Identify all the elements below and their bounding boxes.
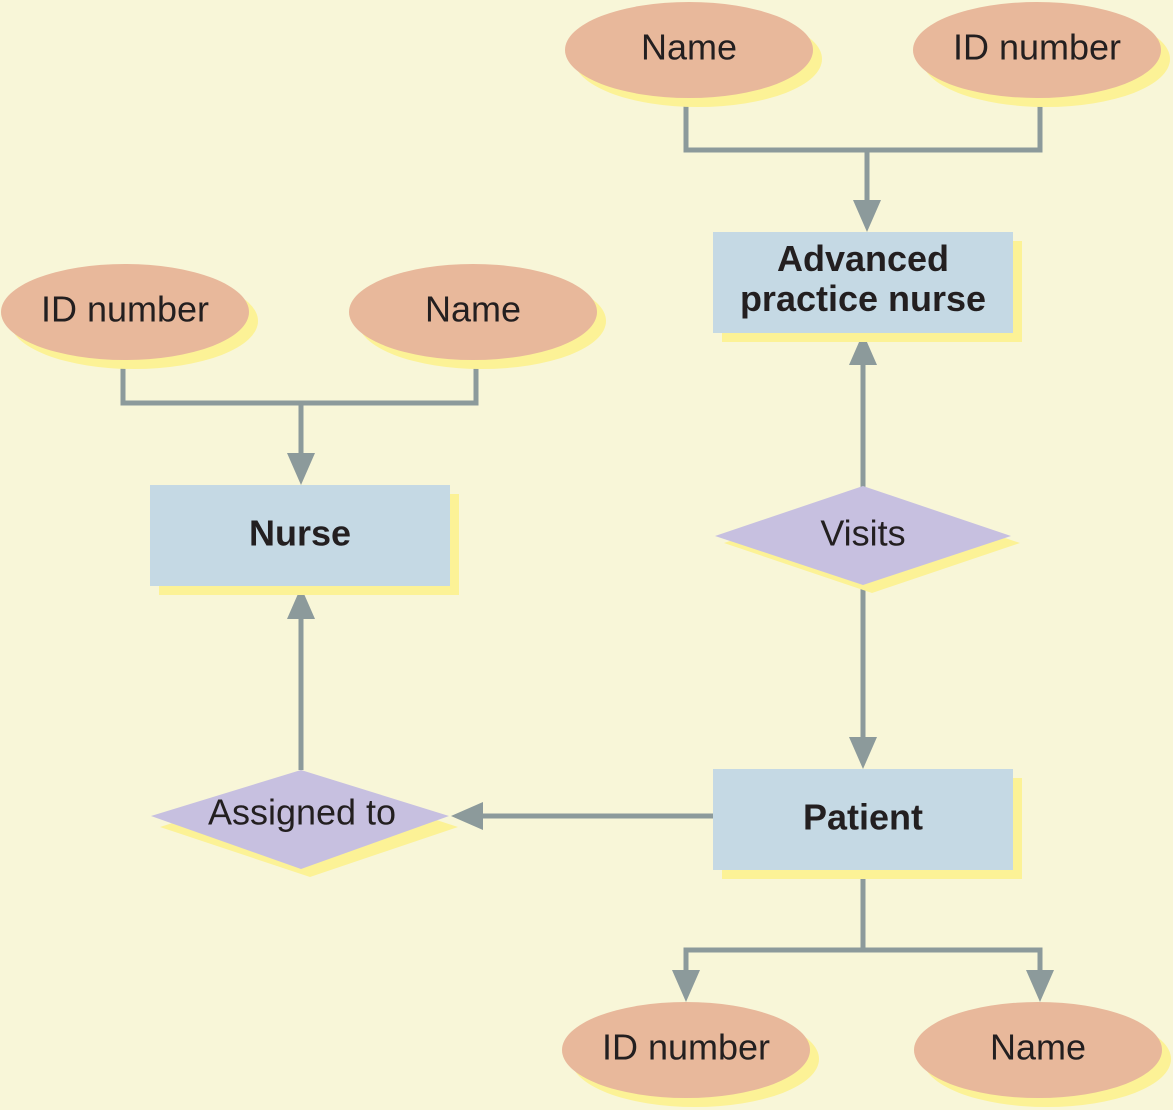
visits-diamond <box>715 486 1011 585</box>
apn-name-oval <box>565 2 813 98</box>
entity-patient: Patient <box>713 769 1022 879</box>
patient-id-label: ID number <box>602 1027 770 1068</box>
arrowhead-to-apn-top <box>853 200 881 232</box>
connector-apn-attributes <box>683 98 1043 153</box>
attribute-apn-id-number: ID number <box>913 2 1170 107</box>
connector-nurse-attributes <box>120 360 479 406</box>
patient-box <box>713 769 1013 870</box>
connector-patient-attributes <box>683 869 1043 975</box>
nurse-box <box>150 485 450 586</box>
patient-name-oval <box>914 1002 1162 1098</box>
entity-advanced-practice-nurse: Advanced practice nurse <box>713 232 1022 342</box>
attribute-nurse-id-number: ID number <box>1 264 258 369</box>
apn-id-label: ID number <box>953 27 1121 68</box>
visits-label: Visits <box>820 513 905 554</box>
assigned-label: Assigned to <box>208 792 396 833</box>
patient-id-oval <box>562 1002 810 1098</box>
attribute-patient-id-number: ID number <box>562 1002 819 1107</box>
relationship-assigned-to: Assigned to <box>151 770 458 877</box>
arrowhead-to-patient-id <box>672 970 700 1002</box>
apn-box <box>713 232 1013 333</box>
arrowhead-to-nurse-top <box>287 453 315 485</box>
apn-label-line2: practice nurse <box>740 278 986 319</box>
attribute-nurse-name: Name <box>349 264 606 369</box>
arrowhead-to-nurse-bottom <box>287 587 315 619</box>
arrowhead-to-apn-bottom <box>849 333 877 365</box>
apn-id-oval <box>913 2 1161 98</box>
arrowhead-to-assigned <box>451 802 483 830</box>
connectors <box>120 98 1054 1002</box>
nurse-id-label: ID number <box>41 289 209 330</box>
patient-label: Patient <box>803 797 923 838</box>
assigned-diamond <box>151 770 449 869</box>
nurse-name-oval <box>349 264 597 360</box>
entity-nurse: Nurse <box>150 485 459 595</box>
nurse-id-oval <box>1 264 249 360</box>
nurse-label: Nurse <box>249 513 351 554</box>
arrowhead-to-patient-top <box>849 737 877 769</box>
attribute-patient-name: Name <box>914 1002 1171 1107</box>
relationship-visits: Visits <box>715 486 1020 593</box>
apn-name-label: Name <box>641 27 737 68</box>
nurse-name-label: Name <box>425 289 521 330</box>
arrowhead-to-patient-name <box>1026 970 1054 1002</box>
attribute-apn-name: Name <box>565 2 822 107</box>
apn-label-line1: Advanced <box>777 238 949 279</box>
patient-name-label: Name <box>990 1027 1086 1068</box>
